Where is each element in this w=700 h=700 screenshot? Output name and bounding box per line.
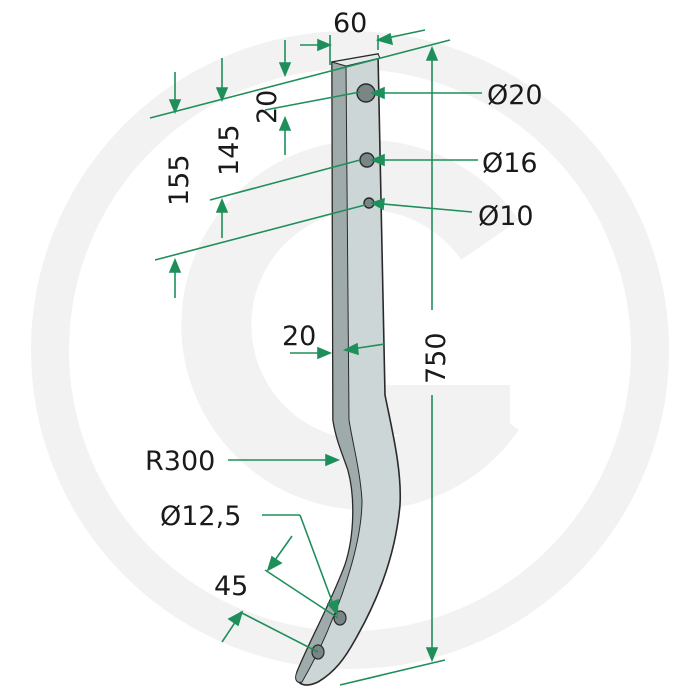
- dim-offset-145: 145: [214, 124, 245, 176]
- tine-side-face: [295, 61, 363, 683]
- dim-thickness: 20: [282, 321, 316, 352]
- dim-hole-medium: Ø16: [482, 148, 538, 179]
- dim-length: 750: [421, 332, 452, 384]
- dim-offset-155: 155: [164, 154, 195, 206]
- dim-hole-lower: Ø12,5: [160, 501, 241, 532]
- dimension-lines: [149, 29, 482, 686]
- dim-hole-spacing: 45: [214, 571, 248, 602]
- dim-offset-top: 20: [252, 90, 283, 124]
- dim-hole-small: Ø10: [478, 201, 534, 232]
- dim-width-top: 60: [333, 8, 367, 39]
- dim-radius: R300: [145, 446, 215, 477]
- dim-hole-large: Ø20: [487, 80, 543, 111]
